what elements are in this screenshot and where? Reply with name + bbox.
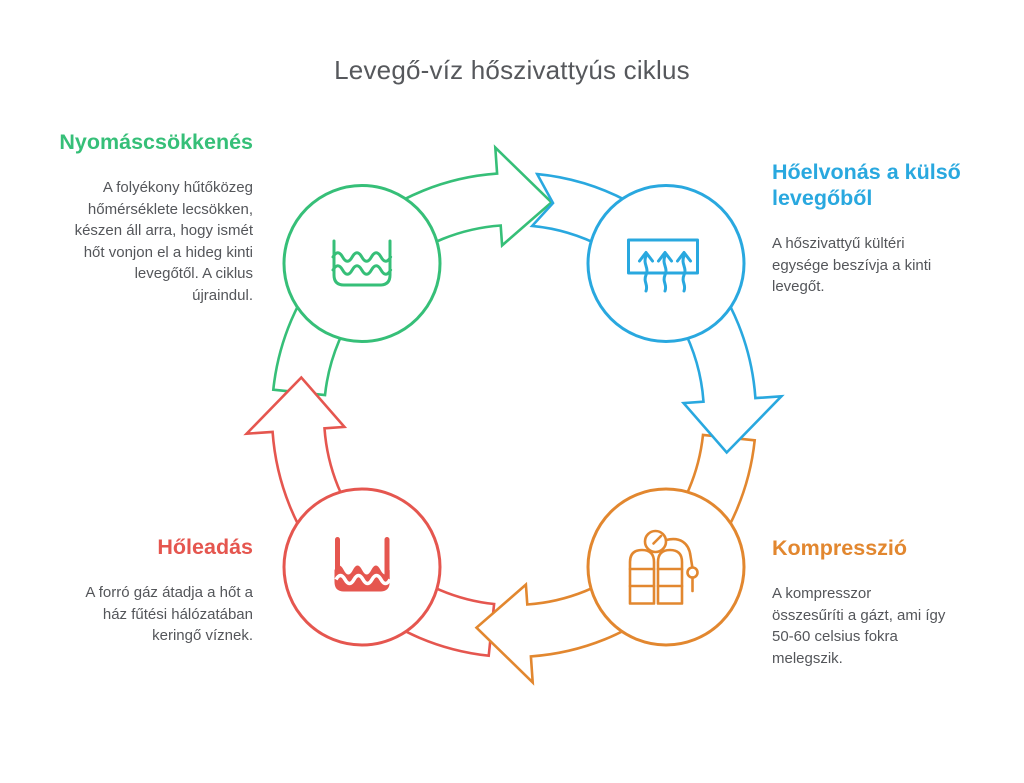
air-intake-icon xyxy=(627,238,699,293)
step-circle-heat-extraction xyxy=(586,184,746,343)
step-circle-heat-release xyxy=(282,487,442,647)
compressor-icon xyxy=(628,529,699,605)
step-label-decompression: Nyomáscsökkenés A folyékony hűtőközeg hő… xyxy=(0,129,253,306)
step-body: A folyékony hűtőközeg hőmérséklete lecsö… xyxy=(74,179,253,304)
step-body: A kompresszor összesűríti a gázt, ami íg… xyxy=(772,585,946,667)
water-tank-icon xyxy=(331,239,393,287)
step-label-compression: Kompresszió A kompresszor összesűríti a … xyxy=(772,535,1022,669)
step-circle-compression xyxy=(586,487,746,647)
hot-water-wave xyxy=(334,573,392,586)
step-label-heat-extraction: Hőelvonás a külső levegőből A hőszivatty… xyxy=(772,159,1022,298)
step-circle-decompression xyxy=(282,184,442,343)
step-heading: Hőleadás xyxy=(157,535,253,559)
step-heading: Hőelvonás a külső levegőből xyxy=(772,160,961,210)
step-heading: Nyomáscsökkenés xyxy=(59,130,253,154)
step-heading: Kompresszió xyxy=(772,536,908,560)
step-body: A forró gáz átadja a hőt a ház fűtési há… xyxy=(85,584,253,644)
step-body: A hőszivattyű kültéri egysége beszívja a… xyxy=(772,235,932,295)
diagram-title: Levegő-víz hőszivattyús ciklus xyxy=(334,55,690,85)
hot-water-tank-icon xyxy=(334,537,392,592)
step-label-heat-release: Hőleadás A forró gáz átadja a hőt a ház … xyxy=(0,534,253,647)
